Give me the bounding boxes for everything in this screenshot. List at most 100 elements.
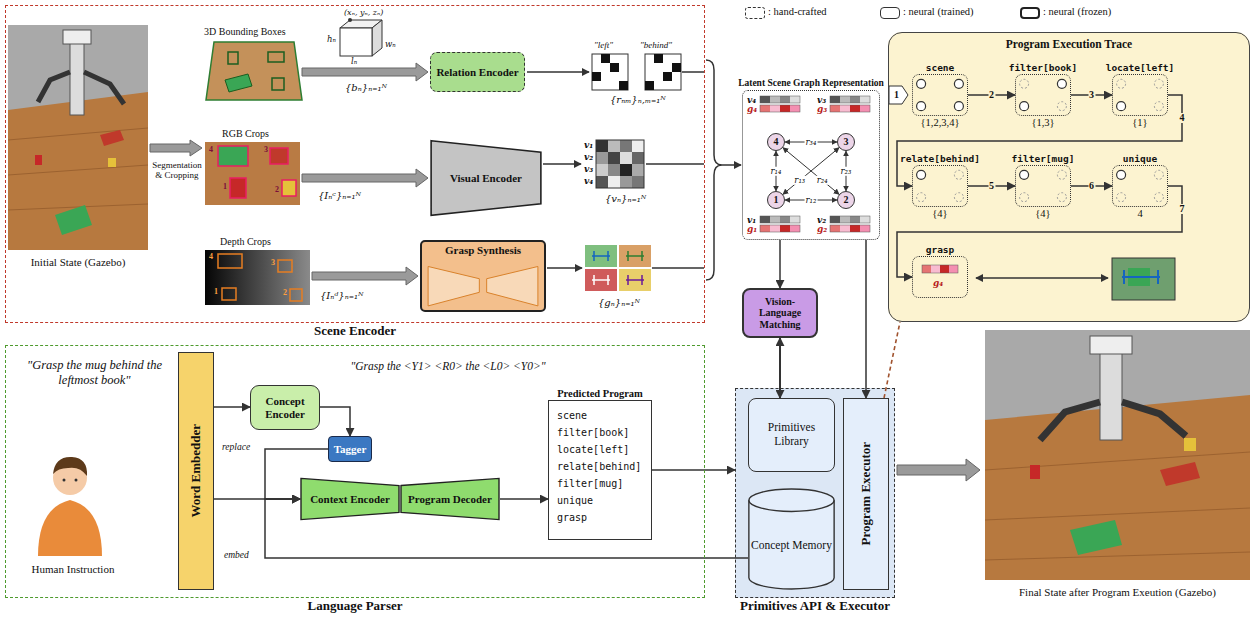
bounding-box-illustration-part <box>268 52 284 62</box>
text-holder: Visual Encoder <box>430 140 542 216</box>
bounding-box-illustration-part <box>272 78 284 90</box>
feature-matrix-part <box>632 176 644 188</box>
annotation-label: g₁ <box>747 224 757 234</box>
node-outline-part <box>401 478 499 519</box>
connector <box>214 406 250 408</box>
bounding-box-illustration-part <box>206 42 302 100</box>
annotation-label: wₙ <box>385 40 396 50</box>
cube-icon-part <box>348 18 352 22</box>
bounding-box-illustration <box>206 42 302 100</box>
human-icon-part <box>75 479 78 482</box>
annotation-label: embed <box>224 550 249 561</box>
feature-matrix-part <box>620 164 632 176</box>
rgb-crops-illustration-part <box>205 142 300 205</box>
final-scene-illustration-part <box>985 452 1250 560</box>
scene-encoder-region: Scene EncoderRelation EncoderVisual Enco… <box>5 5 705 323</box>
bounding-box-illustration-part <box>225 74 252 92</box>
context-encoder-box: Context Encoder <box>300 478 400 520</box>
feature-matrix-part <box>620 152 632 164</box>
grasp-output-images-part <box>619 245 651 267</box>
feature-arrows-part <box>543 163 581 165</box>
node-text: 2 <box>844 195 849 205</box>
rgb-crops-illustration-part <box>218 146 248 166</box>
feature-arrows-part <box>976 277 1108 279</box>
feature-matrix-part <box>608 164 620 176</box>
rgb-crops-illustration <box>205 142 300 205</box>
text-holder: scenefilter[book]locate[left]relate[behi… <box>549 401 651 539</box>
node-text: locate[left] <box>557 441 629 458</box>
feature-matrix-part <box>596 164 608 176</box>
text-holder <box>913 75 967 115</box>
node-outline <box>1113 166 1167 206</box>
node-outline-part <box>301 478 399 519</box>
node-text: Predicted Program <box>557 388 643 399</box>
final-scene-illustration-part <box>1184 438 1196 451</box>
node-text: Program Decoder <box>408 493 492 506</box>
annotation-label: 1 <box>894 89 899 101</box>
object-slot <box>954 102 963 111</box>
text-holder <box>1016 75 1070 115</box>
edge-label: 6 <box>1088 181 1095 191</box>
rgb-crops-illustration-part <box>270 148 288 164</box>
annotation-label: Initial State (Gazebo) <box>8 256 148 269</box>
feature-bars-part <box>830 225 870 232</box>
node-text: {4} <box>932 208 947 219</box>
primitives-library-box: Primitives Library <box>748 398 835 472</box>
relation-encoder-box: Relation Encoder <box>430 52 525 92</box>
block-arrows-part <box>302 63 428 81</box>
feature-bars-part <box>922 265 958 273</box>
initial-scene-illustration-part <box>8 92 148 250</box>
node-text: 3 <box>844 137 849 147</box>
text-holder: 2 <box>838 192 854 208</box>
object-slot <box>1117 79 1126 88</box>
text-holder <box>1016 166 1070 206</box>
primitives-region: Primitives API & ExecutorPrimitives Libr… <box>735 388 895 598</box>
annotation-label: Depth Crops <box>220 236 271 248</box>
feature-matrix-part <box>608 152 620 164</box>
depth-crops-illustration <box>205 250 310 305</box>
grasp-synthesis-box: Grasp Synthesis <box>420 240 546 312</box>
text-holder: Primitives Library <box>749 399 834 471</box>
relation-grid-part <box>610 63 619 72</box>
node-text: Grasp Synthesis <box>445 244 521 257</box>
node-text: filter[book] <box>1009 62 1078 73</box>
rgb-crops-illustration-part <box>282 180 296 196</box>
edge-label: r₂₃ <box>840 167 853 176</box>
object-slot <box>1057 102 1066 111</box>
node-text: 1 <box>774 195 779 205</box>
initial-scene-illustration-part <box>63 30 91 44</box>
text-holder <box>743 91 879 239</box>
annotation-label: {vₙ}ₙ₌₁ᴺ <box>605 193 646 205</box>
text-holder: 1 <box>768 192 784 208</box>
initial-scene-illustration-part <box>8 128 148 210</box>
object-slot <box>954 193 963 202</box>
legend-sample <box>745 7 765 19</box>
feature-arrows-part <box>706 60 722 280</box>
initial-scene-illustration-part <box>70 40 84 115</box>
graph-node-circle: 3 <box>837 133 855 151</box>
final-scene-illustration-part <box>985 330 1250 580</box>
node-text: {1,2,3,4} <box>921 117 960 128</box>
node-outline-part <box>431 141 541 215</box>
final-scene-illustration-part <box>1030 465 1040 479</box>
annotation-label: 2 <box>283 288 287 297</box>
node-text: Program Executor <box>859 442 874 545</box>
annotation-label: 2 <box>275 185 279 194</box>
legend-text: : neural (frozen) <box>1043 6 1111 18</box>
relation-grid-part <box>592 72 601 81</box>
initial-scene-illustration-part <box>35 155 42 165</box>
annotation-label: "Grasp the mug behind the leftmost book" <box>12 358 177 388</box>
edge-label: 7 <box>1179 204 1186 214</box>
edge-label: 3 <box>1088 90 1095 100</box>
node-text: relate[behind] <box>557 458 641 475</box>
final-scene-illustration-part <box>1070 520 1122 555</box>
object-slot <box>1154 170 1163 179</box>
node-text: {1,3} <box>1031 117 1054 128</box>
object-slot <box>1154 102 1163 111</box>
annotation-label: {gₙ}ₙ₌₁ᴺ <box>598 297 640 309</box>
text-holder: 4 <box>768 134 784 150</box>
node-text: {1} <box>1132 117 1147 128</box>
edge-label: r₁₄ <box>770 167 783 176</box>
relation-grid <box>592 54 681 90</box>
depth-crops-illustration-part <box>205 250 310 305</box>
